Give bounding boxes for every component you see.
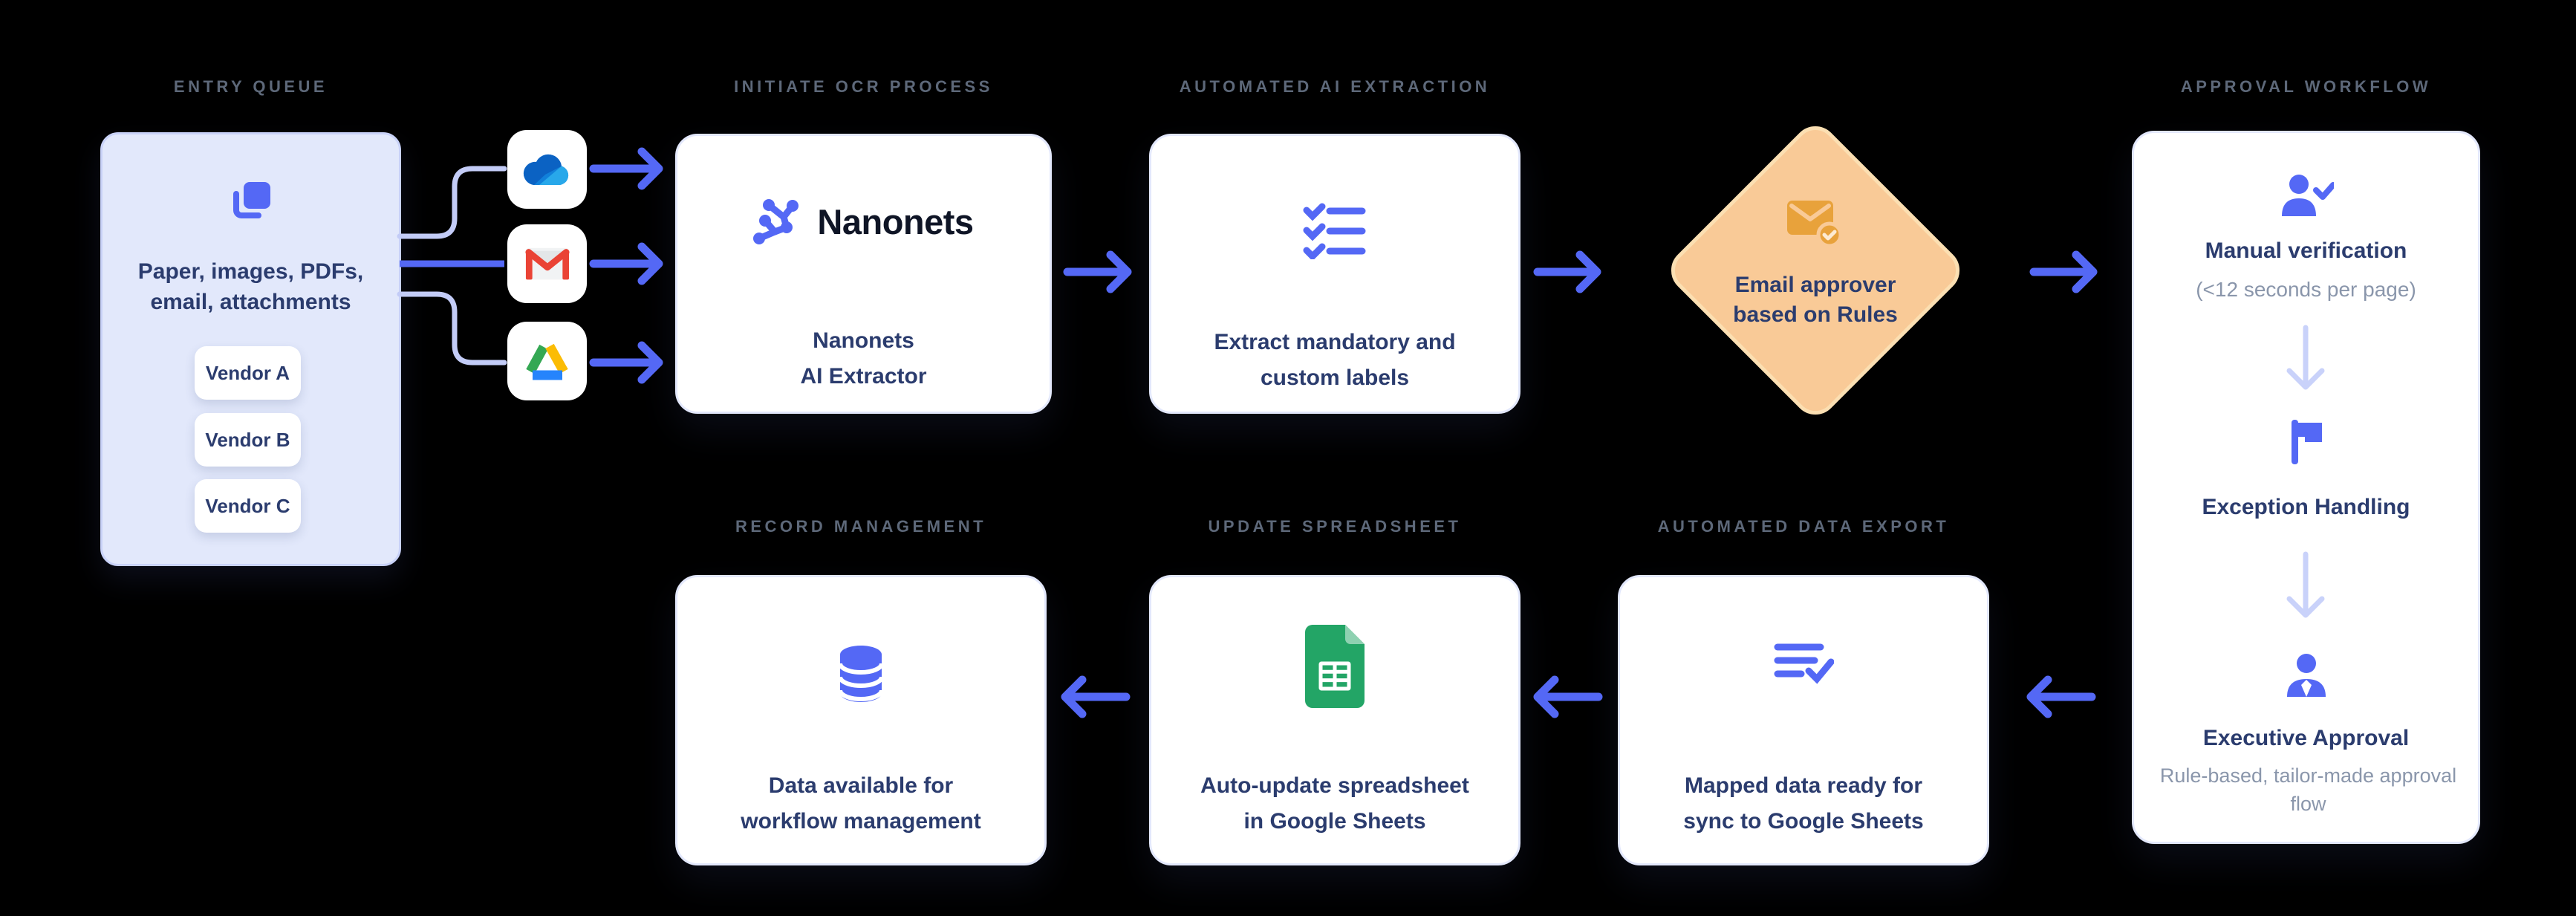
nanonets-wordmark: Nanonets [817, 201, 974, 241]
gmail-icon [524, 247, 570, 280]
extraction-card-text: Extract mandatory and custom labels [1214, 330, 1456, 390]
records-card: Data available for workflow management [675, 575, 1047, 865]
arrow-onedrive-to-ocr [589, 147, 663, 190]
flag-icon [2134, 418, 2478, 466]
executive-approval-title: Executive Approval [2202, 726, 2410, 750]
arrow-extraction-to-approver [1533, 250, 1601, 293]
manual-verification-title: Manual verification [2205, 238, 2407, 263]
onedrive-icon [523, 154, 568, 186]
google-sheets-icon [1151, 625, 1518, 708]
arrow-approval-to-export [2026, 675, 2096, 718]
connector-entry-onedrive [397, 166, 507, 239]
nanonets-logo-icon [753, 199, 799, 244]
email-approver-text: Email approver based on Rules [1733, 273, 1898, 327]
vendor-c-pill: Vendor C [195, 479, 301, 533]
data-export-card: Mapped data ready for sync to Google She… [1618, 575, 1989, 865]
gmail-tile [507, 224, 587, 303]
extraction-card: Extract mandatory and custom labels [1149, 134, 1520, 414]
arrow-drive-to-ocr [589, 341, 663, 384]
approval-label: APPROVAL WORKFLOW [2180, 77, 2432, 96]
arrow-ocr-to-extraction [1063, 250, 1132, 293]
connector-entry-drive [397, 291, 507, 366]
extraction-label: AUTOMATED AI EXTRACTION [1179, 77, 1491, 96]
arrow-gmail-to-ocr [589, 242, 663, 285]
vendor-a-pill: Vendor A [195, 346, 301, 400]
email-check-icon [1707, 199, 1924, 248]
data-export-label: AUTOMATED DATA EXPORT [1657, 517, 1950, 536]
exception-handling-title: Exception Handling [2202, 495, 2410, 519]
approval-card: Manual verification (<12 seconds per pag… [2132, 131, 2480, 844]
arrow-export-to-spreadsheet [1533, 675, 1603, 718]
arrow-spreadsheet-to-records [1061, 675, 1131, 718]
mapped-data-icon [1620, 641, 1987, 686]
email-approver-content: Email approver based on Rules [1707, 162, 1924, 379]
records-label: RECORD MANAGEMENT [735, 517, 987, 536]
spreadsheet-label: UPDATE SPREADSHEET [1208, 517, 1462, 536]
ocr-label: INITIATE OCR PROCESS [734, 77, 993, 96]
checklist-icon [1151, 201, 1518, 259]
ocr-card: Nanonets Nanonets AI Extractor [675, 134, 1052, 414]
spreadsheet-card-text: Auto-update spreadsheet in Google Sheets [1200, 773, 1469, 834]
ocr-card-text: Nanonets AI Extractor [800, 328, 927, 389]
onedrive-tile [507, 130, 587, 209]
spreadsheet-card: Auto-update spreadsheet in Google Sheets [1149, 575, 1520, 865]
arrow-approver-to-approval [2029, 250, 2098, 293]
executive-person-icon [2134, 652, 2478, 700]
person-check-icon [2134, 173, 2478, 222]
entry-queue-panel: Paper, images, PDFs, email, attachments … [100, 132, 401, 566]
documents-icon [103, 178, 399, 225]
google-drive-icon [525, 343, 568, 380]
entry-queue-label: ENTRY QUEUE [173, 77, 328, 96]
data-export-card-text: Mapped data ready for sync to Google She… [1683, 773, 1924, 834]
entry-queue-text: Paper, images, PDFs, email, attachments [137, 259, 364, 314]
executive-approval-subtitle: Rule-based, tailor-made approval flow [2159, 764, 2457, 815]
nanonets-logo: Nanonets [677, 197, 1050, 246]
vendor-b-pill: Vendor B [195, 413, 301, 467]
records-card-text: Data available for workflow management [741, 773, 981, 834]
database-icon [677, 644, 1044, 705]
google-drive-tile [507, 322, 587, 400]
manual-verification-subtitle: (<12 seconds per page) [2196, 278, 2416, 301]
